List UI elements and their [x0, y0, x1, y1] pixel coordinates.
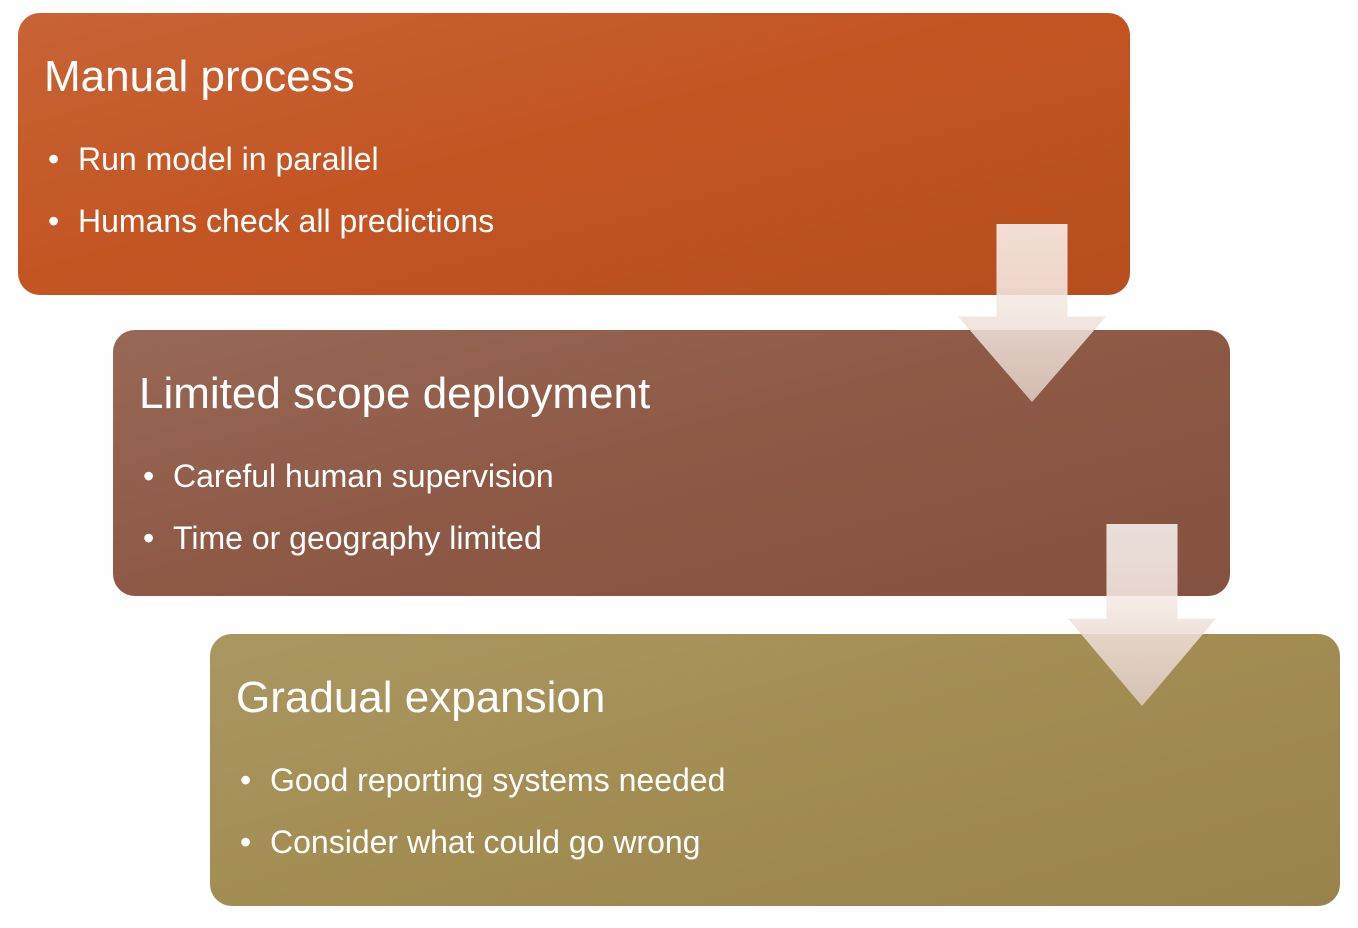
bullet-text: Time or geography limited: [173, 520, 542, 557]
step-manual-process: Manual process • Run model in parallel •…: [18, 13, 1130, 295]
bullet-dot: •: [48, 203, 60, 240]
step-gradual-expansion: Gradual expansion • Good reporting syste…: [210, 634, 1340, 906]
step-title: Limited scope deployment: [139, 369, 651, 418]
bullet-item: • Run model in parallel: [48, 128, 1090, 190]
bullet-dot: •: [143, 520, 155, 557]
bullet-text: Good reporting systems needed: [270, 761, 726, 798]
bullet-text: Humans check all predictions: [78, 203, 495, 240]
bullet-list: • Good reporting systems needed • Consid…: [236, 749, 1300, 874]
bullet-item: • Careful human supervision: [143, 445, 1190, 507]
bullet-text: Careful human supervision: [173, 457, 554, 494]
bullet-list: • Run model in parallel • Humans check a…: [44, 128, 1090, 253]
bullet-item: • Humans check all predictions: [48, 190, 1090, 252]
bullet-dot: •: [240, 824, 252, 861]
bullet-item: • Time or geography limited: [143, 507, 1190, 569]
bullet-text: Consider what could go wrong: [270, 824, 701, 861]
step-limited-scope-deployment: Limited scope deployment • Careful human…: [113, 330, 1230, 596]
step-title: Manual process: [44, 52, 355, 101]
step-title: Gradual expansion: [236, 673, 606, 722]
bullet-list: • Careful human supervision • Time or ge…: [139, 445, 1190, 570]
bullet-dot: •: [240, 761, 252, 798]
bullet-text: Run model in parallel: [78, 140, 379, 177]
bullet-dot: •: [48, 140, 60, 177]
bullet-item: • Consider what could go wrong: [240, 811, 1300, 873]
bullet-dot: •: [143, 457, 155, 494]
bullet-item: • Good reporting systems needed: [240, 749, 1300, 811]
